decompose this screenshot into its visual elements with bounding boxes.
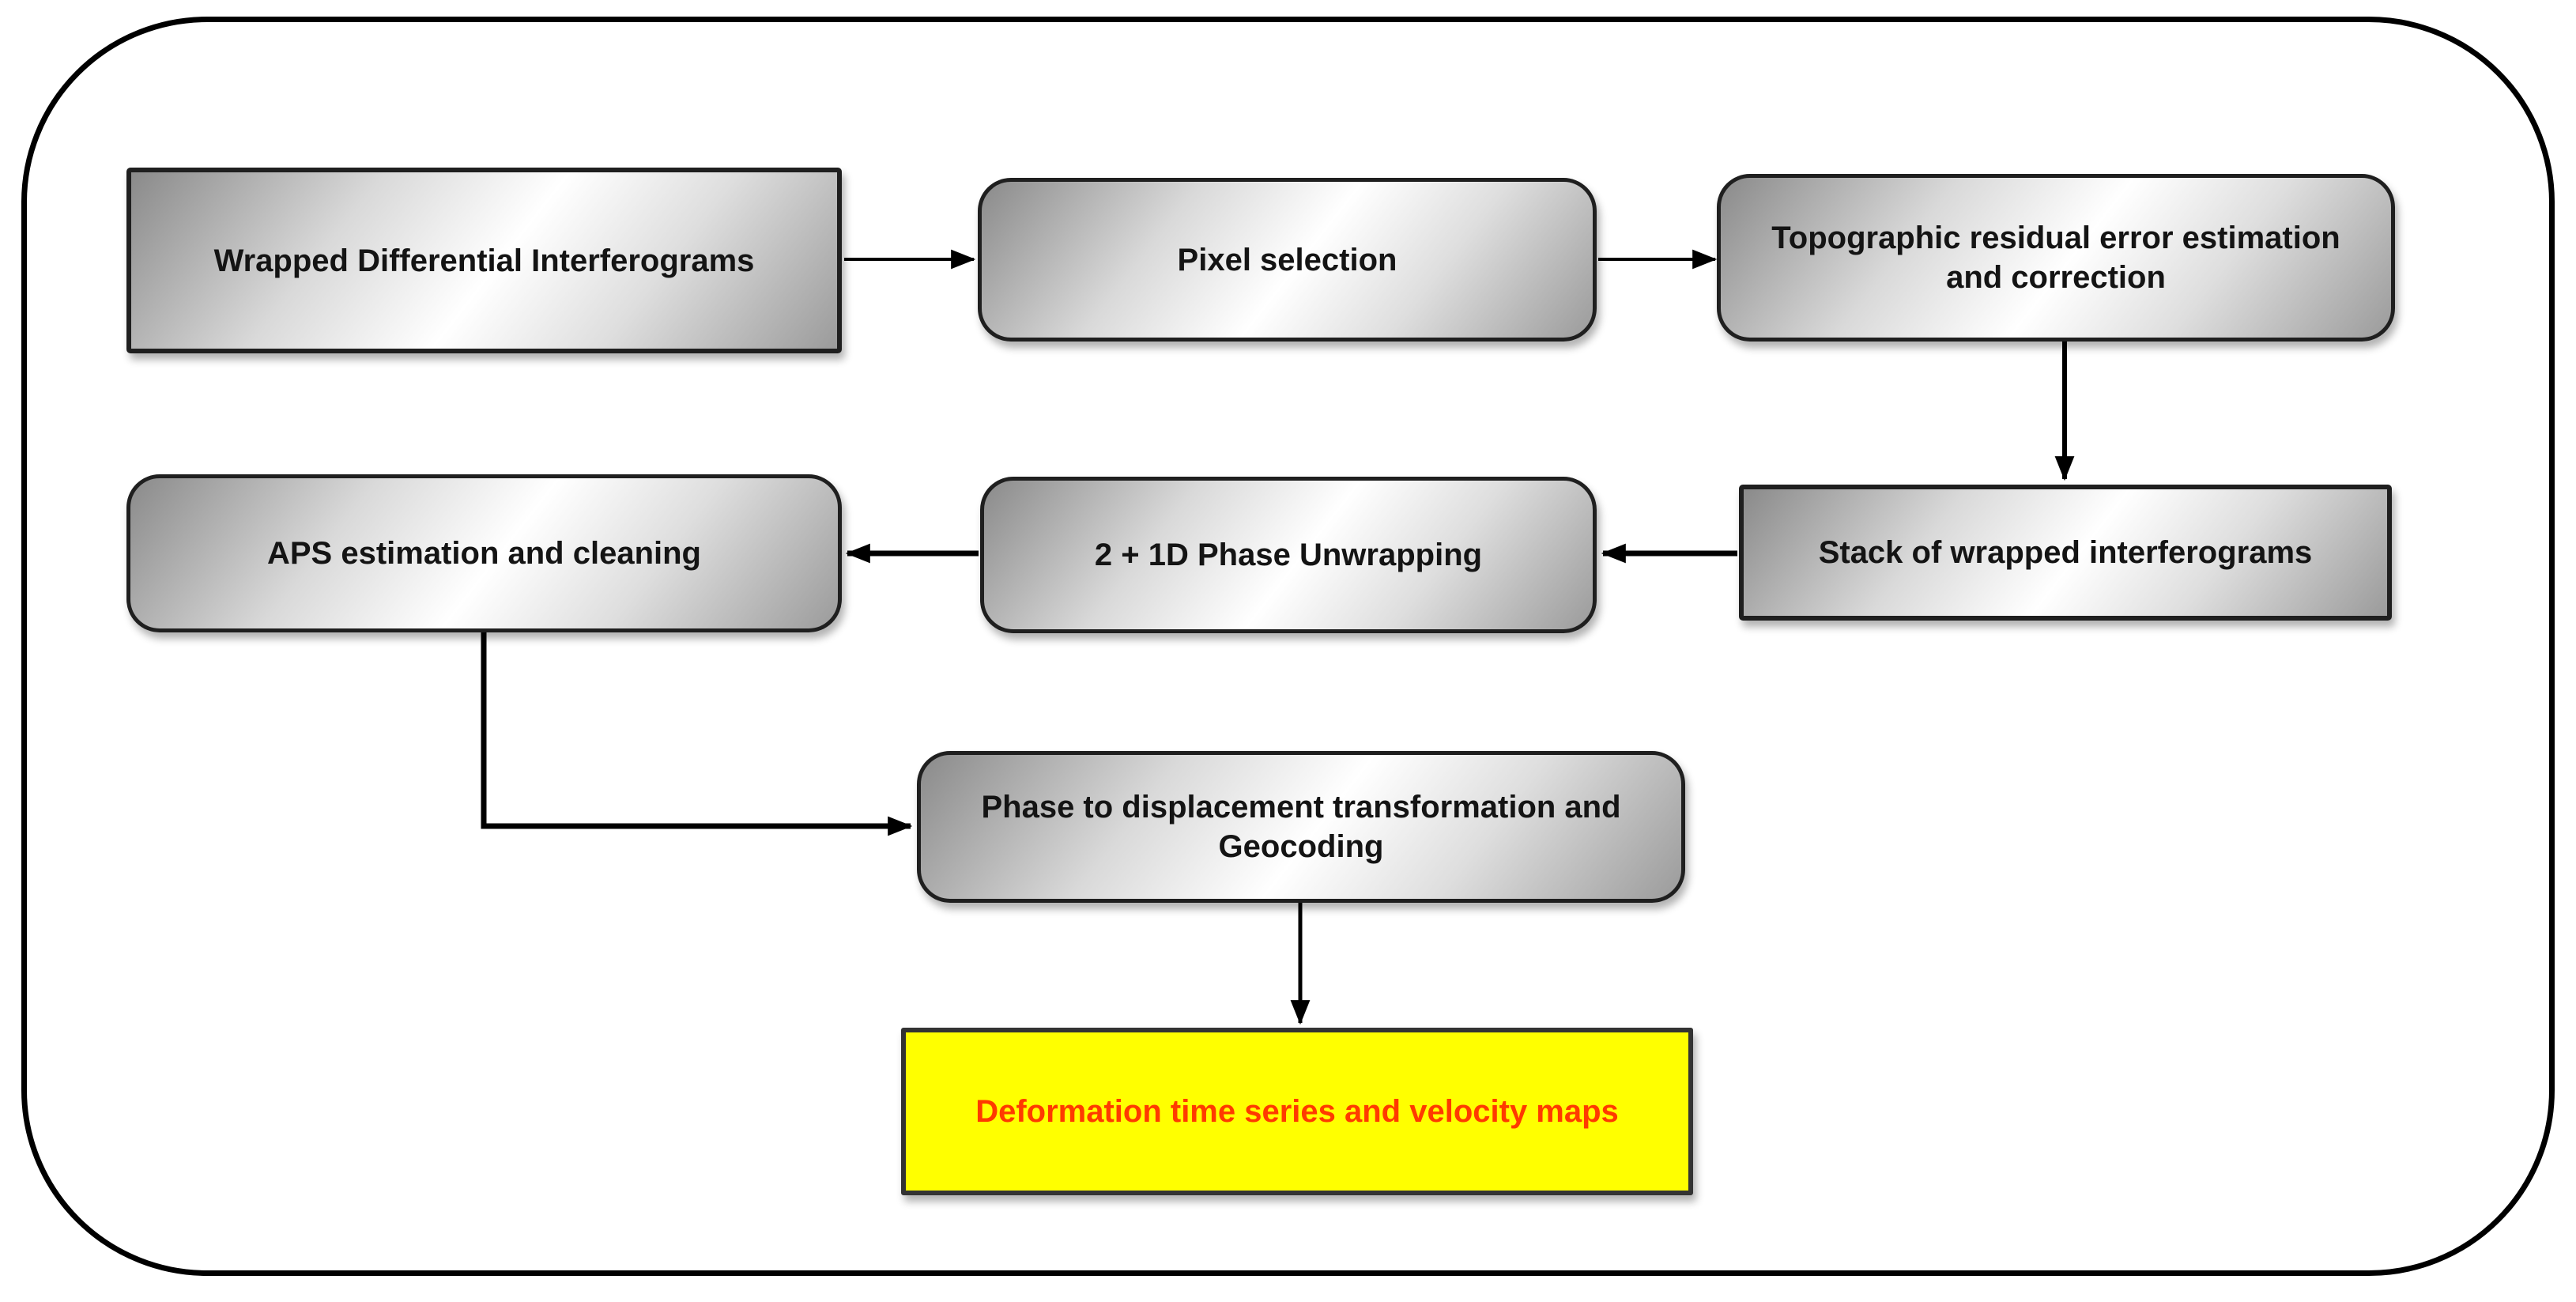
- node-label: Pixel selection: [1177, 242, 1397, 277]
- node-stack-of-wrapped-interferograms: Stack of wrapped interferograms: [1739, 485, 2392, 621]
- node-label: Deformation time series and velocity map…: [975, 1094, 1619, 1129]
- node-phase-to-displacement: Phase to displacement transformation and…: [917, 751, 1685, 903]
- node-aps-estimation: APS estimation and cleaning: [126, 474, 842, 632]
- node-label-line2: and correction: [1946, 260, 2166, 295]
- node-deformation-result: Deformation time series and velocity map…: [901, 1028, 1693, 1195]
- node-label: 2 + 1D Phase Unwrapping: [1094, 538, 1483, 572]
- node-label: Wrapped Differential Interferograms: [213, 243, 755, 278]
- node-wrapped-differential-interferograms: Wrapped Differential Interferograms: [126, 168, 842, 353]
- node-pixel-selection: Pixel selection: [978, 178, 1597, 342]
- node-label-line1: Phase to displacement transformation and: [981, 790, 1621, 825]
- diagram-outer-frame: [21, 17, 2555, 1276]
- node-label-line1: Topographic residual error estimation: [1771, 221, 2340, 255]
- node-topographic-residual-error: Topographic residual error estimation an…: [1717, 174, 2395, 342]
- node-label: Stack of wrapped interferograms: [1818, 535, 2313, 570]
- node-phase-unwrapping: 2 + 1D Phase Unwrapping: [980, 477, 1597, 633]
- node-label-line2: Geocoding: [1218, 829, 1384, 864]
- node-label: APS estimation and cleaning: [266, 536, 701, 571]
